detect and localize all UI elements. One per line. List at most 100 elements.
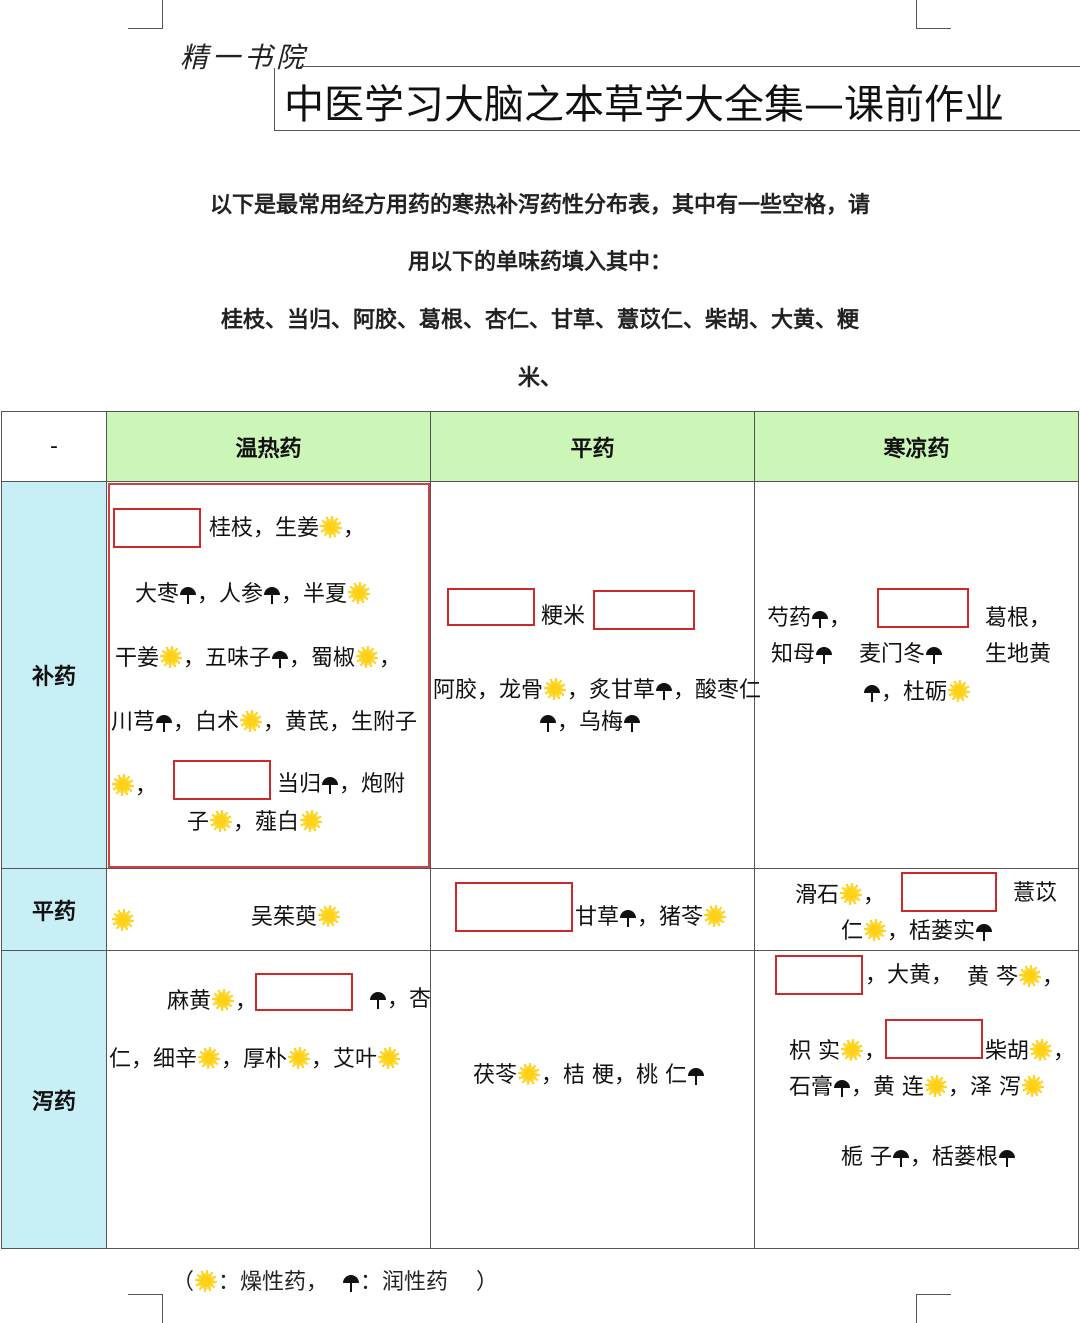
answer-blank[interactable] (901, 872, 997, 912)
answer-blank[interactable] (455, 882, 573, 932)
row-header-purge: 泻药 (1, 950, 107, 1249)
cell-tonic-neutral: 粳米 阿胶，龙骨，炙甘草，酸枣仁 ，乌梅 (430, 481, 761, 869)
sun-icon (840, 883, 863, 905)
herb-text: 枳 实， (789, 1039, 887, 1064)
herb-text: 柴胡， (985, 1039, 1076, 1064)
sun-icon (112, 909, 134, 931)
sun-icon (544, 678, 567, 700)
umbrella-icon (816, 646, 833, 664)
herb-text: 栀 子，栝蒌根 (841, 1147, 1016, 1169)
sun-icon (841, 1039, 863, 1061)
sun-icon (318, 905, 341, 927)
title-frame (274, 68, 1080, 131)
umbrella-icon (343, 1274, 360, 1292)
answer-blank[interactable] (113, 508, 201, 548)
cell-tonic-warm: 桂枝，生姜， 大枣，人参，半夏 干姜，五味子，蜀椒， 川芎，白术，黄芪，生附子 … (106, 481, 431, 869)
herb-text: 吴茱萸 (251, 905, 341, 929)
col-header-cold: 寒凉药 (754, 411, 1079, 482)
sun-icon (198, 1047, 221, 1069)
answer-blank[interactable] (775, 955, 863, 995)
umbrella-icon (322, 776, 339, 794)
umbrella-icon (264, 586, 281, 604)
answer-blank[interactable] (255, 973, 353, 1011)
sun-icon (112, 774, 134, 796)
herb-text: 黄 芩， (967, 965, 1065, 990)
umbrella-icon (272, 650, 289, 668)
sun-icon (356, 646, 379, 668)
crop-mark-top-right (916, 0, 951, 29)
sun-icon (925, 1075, 948, 1097)
corner-cell: - (1, 411, 107, 482)
intro-line-1: 以下是最常用经方用药的寒热补泻药性分布表，其中有一些空格，请 (209, 193, 870, 218)
brand-logo: 精一书院 (180, 41, 309, 74)
answer-blank[interactable] (885, 1019, 983, 1059)
sun-icon (195, 1270, 218, 1292)
herb-text: ，大黄， (865, 963, 954, 988)
answer-blank[interactable] (173, 760, 271, 800)
sun-icon (1019, 965, 1041, 987)
sun-icon (160, 646, 183, 668)
umbrella-icon (656, 682, 673, 700)
sun-icon (864, 919, 887, 941)
herb-text: 当归，炮附 (277, 772, 406, 797)
herb-text: ，杜砺 (863, 680, 971, 704)
cell-purge-cold: ，大黄， 黄 芩， 枳 实， 柴胡， 石膏，黄 连，泽 泻 栀 子，栝蒌根 (754, 950, 1079, 1249)
crop-mark-bottom-right (916, 1294, 951, 1323)
table-row-tonic: 补药 桂枝，生姜， 大枣，人参，半夏 干姜，五味子，蜀椒， 川芎，白术，黄芪，生… (1, 481, 1079, 869)
umbrella-icon (156, 714, 173, 732)
herb-text: ，杏 (369, 989, 431, 1011)
umbrella-icon (812, 610, 829, 628)
herb-text: 阿胶，龙骨，炙甘草，酸枣仁 (433, 678, 762, 703)
umbrella-icon (624, 714, 641, 732)
col-header-warm: 温热药 (106, 411, 431, 482)
herb-text: 甘草，猪苓 (575, 905, 727, 929)
umbrella-icon (620, 909, 637, 927)
herb-text: 子，薤白 (187, 810, 323, 834)
crop-mark-top-left (128, 0, 163, 29)
herb-distribution-table: - 温热药 平药 寒凉药 补药 桂枝，生姜， 大枣，人参，半夏 干姜，五味子，蜀… (1, 411, 1079, 1249)
herb-text: 芍药， (767, 606, 852, 631)
sun-icon (240, 710, 263, 732)
intro-line-2: 用以下的单味药填入其中： (407, 250, 672, 275)
answer-blank[interactable] (877, 588, 969, 628)
cell-purge-warm: 麻黄， ，杏 仁，细辛，厚朴，艾叶 (106, 950, 431, 1249)
umbrella-icon (540, 714, 556, 732)
crop-mark-bottom-left (128, 1294, 163, 1323)
herb-text: 干姜，五味子，蜀椒， (115, 646, 402, 671)
umbrella-icon (180, 586, 197, 604)
sun-icon (1030, 1039, 1053, 1061)
cell-neutral-neutral: 甘草，猪苓 (430, 868, 755, 951)
umbrella-icon (976, 923, 993, 941)
herb-text: 生地黄 (985, 642, 1052, 667)
title-rule (300, 66, 1080, 67)
row-header-neutral: 平药 (1, 868, 107, 951)
herb-text: 葛根， (985, 606, 1052, 631)
intro-line-3: 桂枝、当归、阿胶、葛根、杏仁、甘草、薏苡仁、柴胡、大黄、粳 (220, 308, 859, 333)
umbrella-icon (834, 1079, 851, 1097)
sun-icon (212, 989, 235, 1011)
answer-blank[interactable] (447, 588, 535, 626)
answer-blank[interactable] (593, 590, 695, 630)
sun-icon (704, 905, 727, 927)
cell-neutral-cold: 滑石， 薏苡 仁，栝蒌实 (754, 868, 1079, 951)
umbrella-icon (370, 991, 386, 1009)
herb-text: 麻黄， (167, 989, 258, 1014)
herb-text: 仁，细辛，厚朴，艾叶 (109, 1047, 401, 1071)
legend: （：燥性药， ：润性药 ） (172, 1270, 499, 1295)
herb-text: 粳米 (541, 604, 586, 629)
herb-text: ， (111, 774, 157, 798)
herb-text: 仁，栝蒌实 (841, 919, 993, 943)
herb-text: 滑石， (795, 883, 886, 908)
sun-icon (320, 516, 343, 538)
umbrella-icon (926, 646, 943, 664)
sun-icon (348, 582, 371, 604)
herb-text: ，乌梅 (539, 712, 641, 734)
herb-text: 川芎，白术，黄芪，生附子 (111, 710, 418, 735)
cell-tonic-cold: 芍药， 葛根， 知母 麦门冬 生地黄 ，杜砺 (754, 481, 1079, 869)
sun-icon (288, 1047, 311, 1069)
table-row-neutral: 平药 吴茱萸 甘草，猪苓 滑石， 薏苡 仁，栝蒌实 (1, 868, 1079, 951)
herb-text: 麦门冬 (859, 644, 943, 666)
header-row: - 温热药 平药 寒凉药 (1, 411, 1079, 482)
umbrella-icon (893, 1149, 909, 1167)
herb-text (111, 909, 135, 933)
